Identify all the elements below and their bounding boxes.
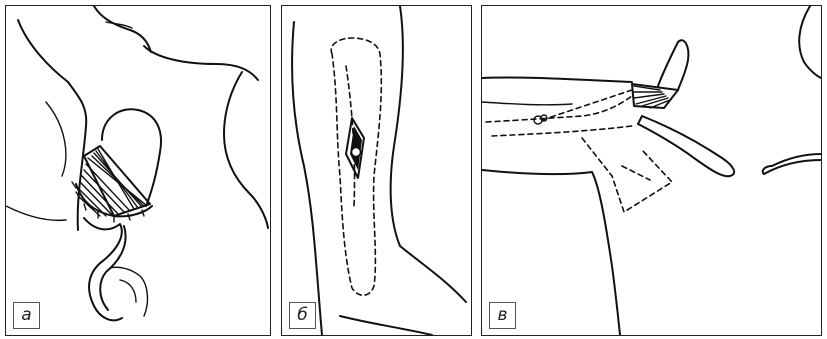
neck-chest-flap-illustration [6, 6, 270, 335]
panel-label-a: а [13, 302, 40, 329]
shoulder-chest-flap-illustration [482, 6, 821, 335]
upper-arm-donor-site-illustration [282, 6, 471, 335]
panel-label-c: в [489, 302, 516, 329]
panel-c: в [481, 5, 822, 336]
panel-b: б [281, 5, 472, 336]
panel-label-b: б [289, 302, 316, 329]
panel-a: а [5, 5, 271, 336]
